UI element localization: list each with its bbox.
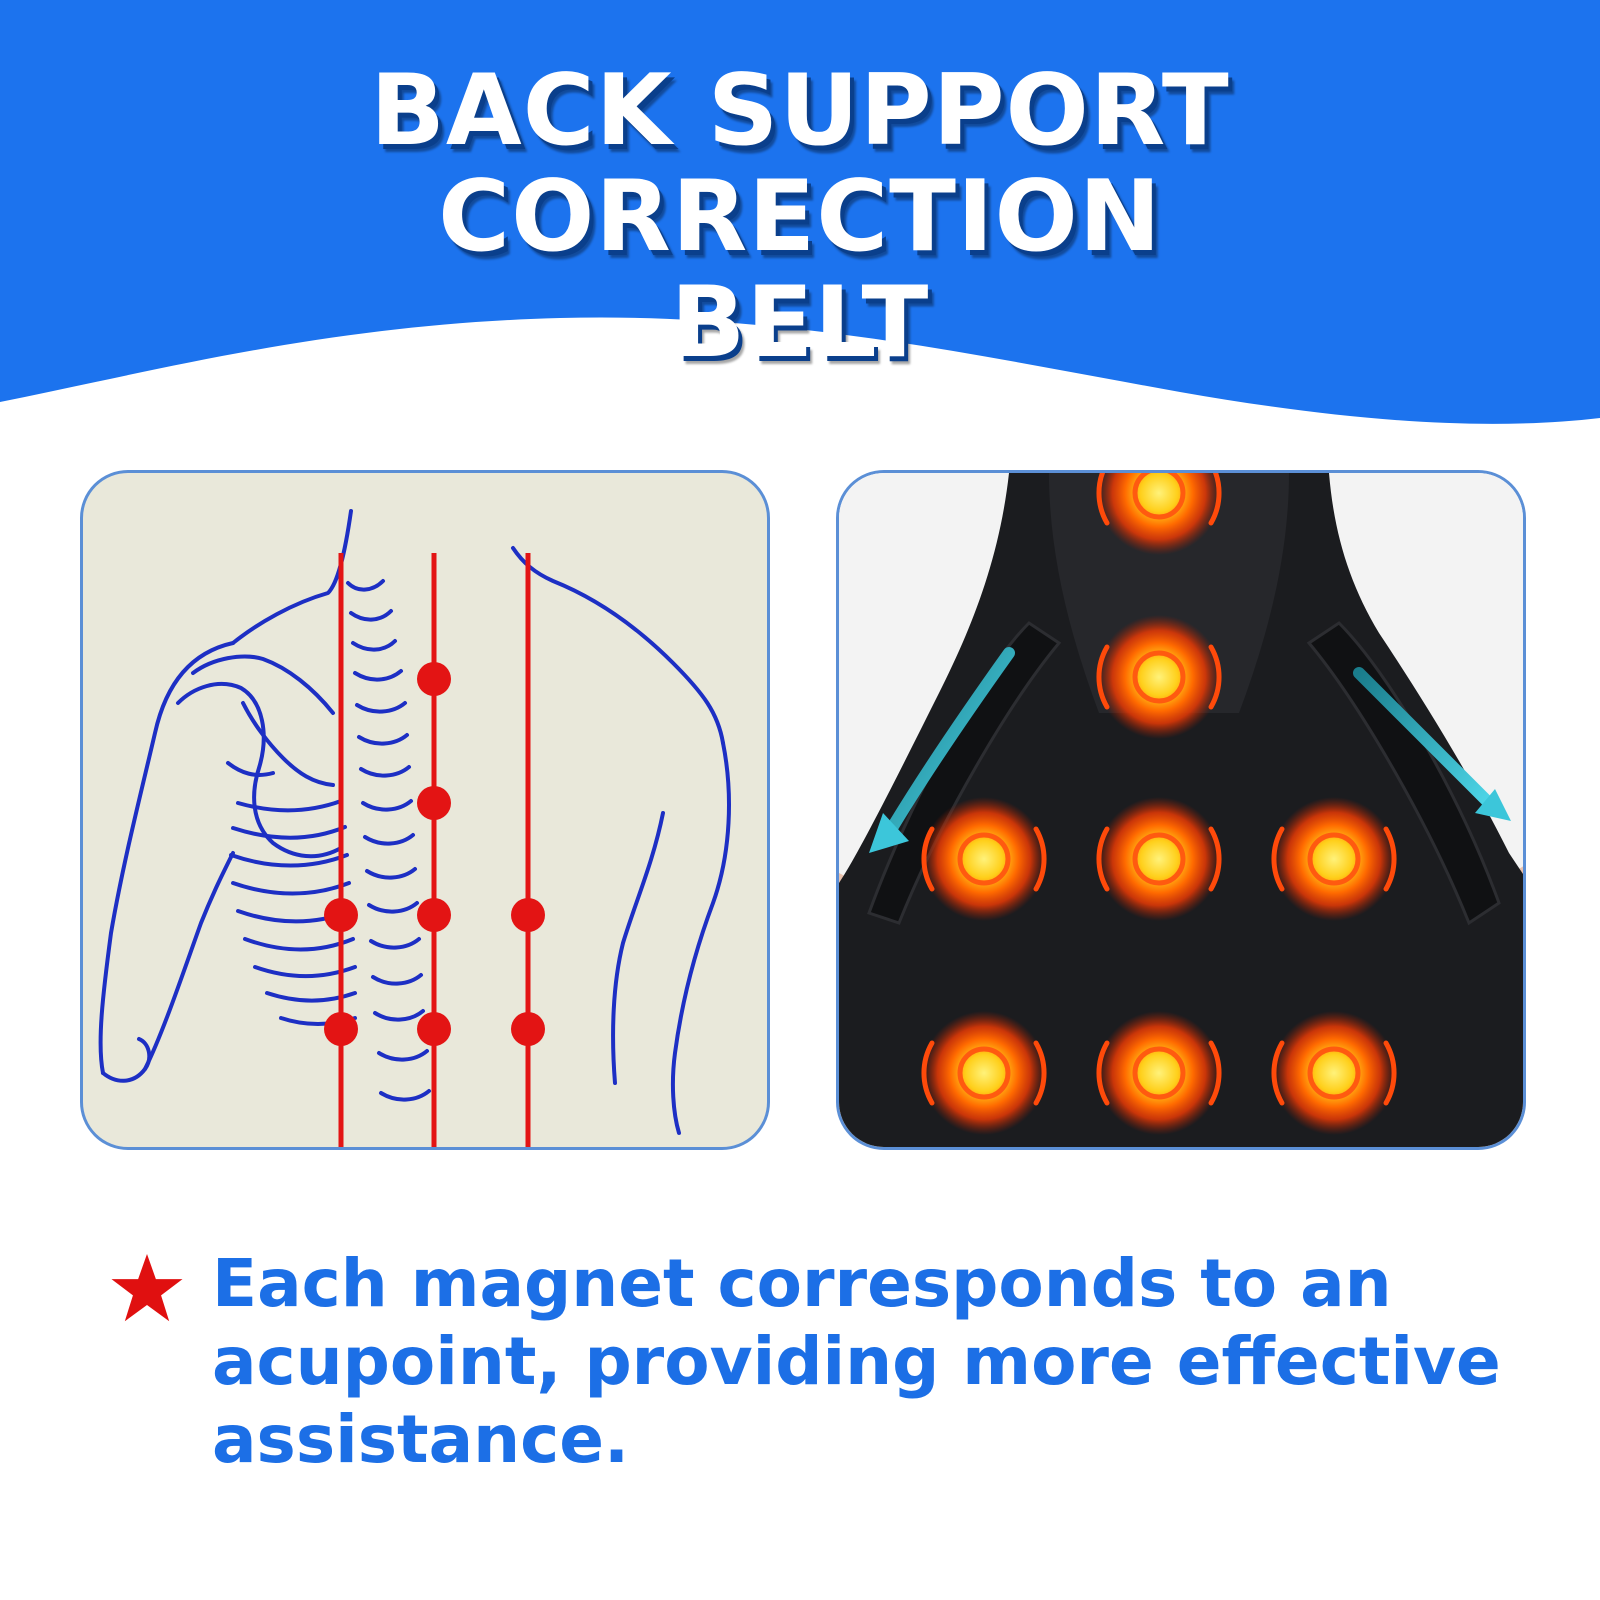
header-banner bbox=[0, 0, 1600, 440]
belt-photo-panel bbox=[836, 470, 1526, 1150]
acupoint-markers bbox=[324, 662, 545, 1046]
spine-illustration-panel bbox=[80, 470, 770, 1150]
spine-illustration bbox=[98, 509, 731, 1147]
star-icon bbox=[111, 1253, 183, 1322]
page-title: BACK SUPPORT CORRECTION BELT bbox=[0, 58, 1600, 376]
title-line-1: BACK SUPPORT CORRECTION bbox=[370, 54, 1230, 274]
belt-photo bbox=[839, 473, 1523, 1147]
title-line-2: BELT bbox=[670, 266, 930, 380]
magnet-points bbox=[922, 473, 1396, 1135]
caption-text: Each magnet corresponds to an acupoint, … bbox=[212, 1245, 1501, 1478]
